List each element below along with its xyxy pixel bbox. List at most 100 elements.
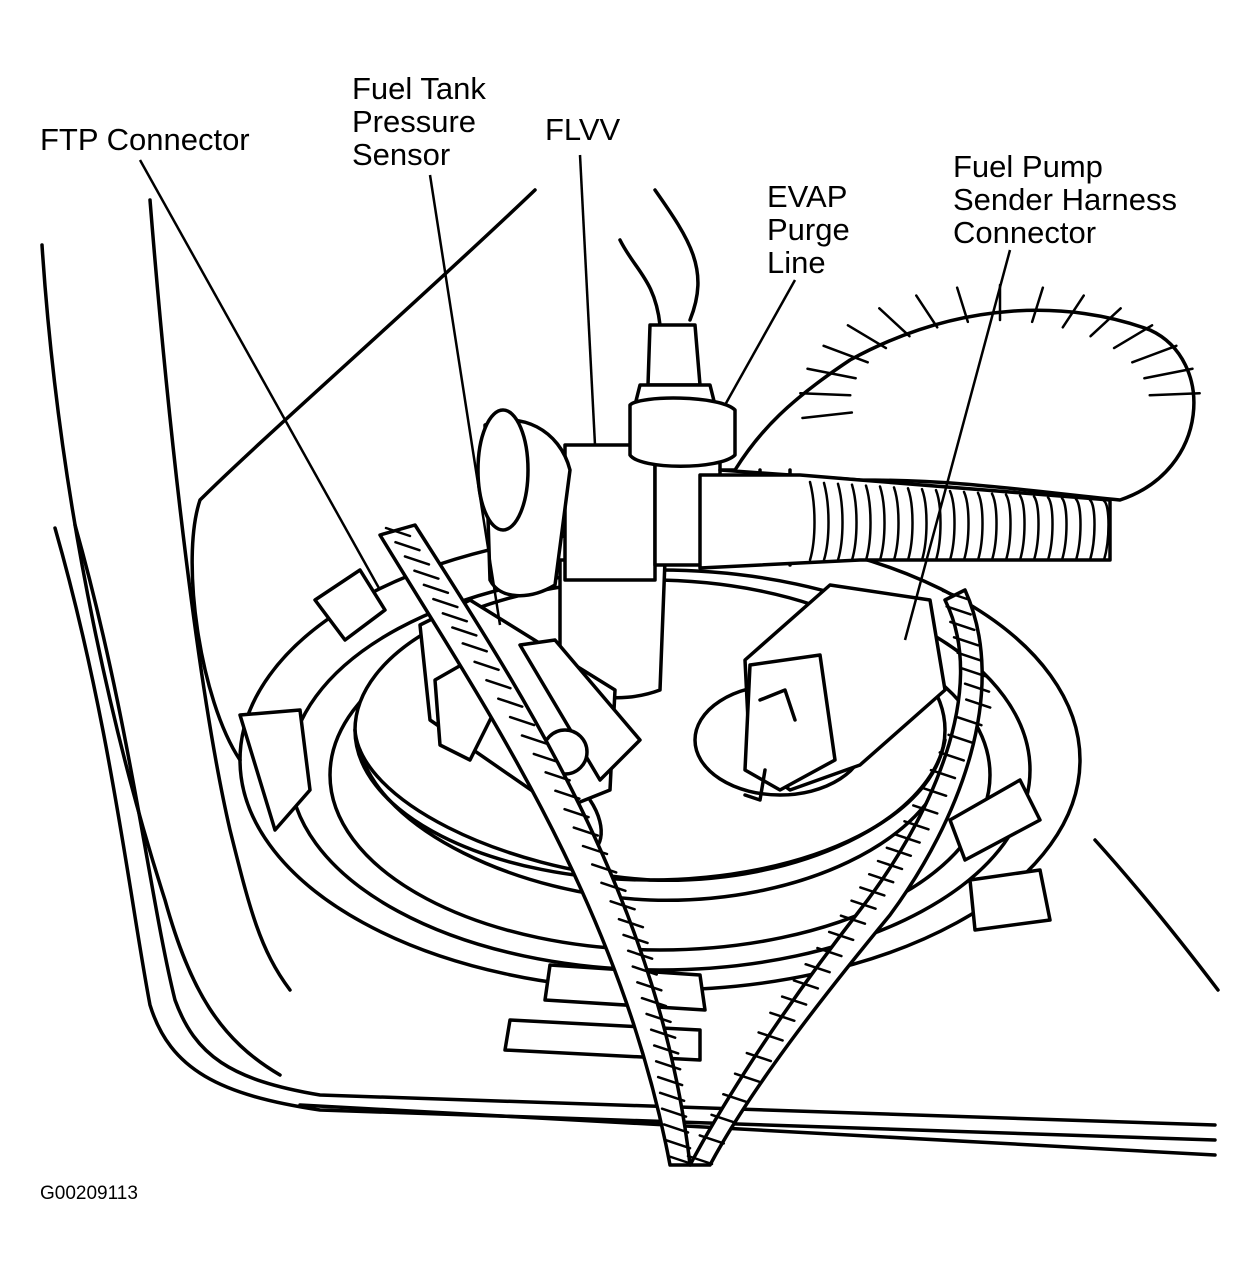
label-evap-purge-line: EVAP Purge Line — [767, 180, 850, 279]
cable-stripe — [941, 589, 969, 601]
harness-rib — [915, 294, 939, 329]
cable-stripe — [952, 636, 980, 647]
cable-stripe — [912, 804, 939, 815]
tank-body-outline — [40, 188, 1220, 1157]
cable-stripe — [792, 979, 820, 990]
cable-stripe — [432, 597, 459, 609]
harness-rib — [990, 492, 998, 562]
cable-stripe — [960, 666, 987, 678]
label-flvv: FLVV — [545, 112, 621, 147]
harness-rib — [822, 481, 830, 562]
harness-rib — [1088, 498, 1096, 562]
harness-rib — [1112, 324, 1154, 350]
cable-stripe — [473, 660, 500, 672]
cable-stripe — [622, 933, 649, 945]
harness-rib — [1060, 496, 1068, 562]
harness-rib — [878, 485, 886, 562]
cable-stripe — [964, 698, 992, 709]
cable-stripe — [441, 612, 469, 623]
cable-stripe — [827, 930, 855, 942]
figure-id: G00209113 — [40, 1183, 138, 1204]
label-harness-connector-line-2: Sender Harness — [953, 182, 1178, 217]
cable-stripe — [656, 1075, 684, 1087]
cable-stripe — [666, 1154, 694, 1166]
cable-stripe — [867, 872, 895, 884]
harness-rib — [1004, 493, 1012, 562]
harness-rib — [1030, 286, 1045, 324]
harness-rib — [976, 491, 984, 562]
corrugated-harness — [698, 283, 1201, 570]
lock-ring — [238, 528, 1082, 1062]
cable-stripe — [520, 734, 548, 745]
leader-ftp-connector — [138, 159, 382, 591]
cable-stripe — [609, 900, 636, 911]
cable-stripe — [839, 914, 867, 925]
pressure-sensor-bracket — [476, 408, 572, 598]
cable-stripe — [745, 1051, 773, 1063]
cable-stripe — [497, 697, 524, 708]
cable-stripe — [757, 1031, 784, 1042]
cable-stripe — [636, 981, 663, 992]
cable-stripe — [947, 733, 974, 745]
cable-stripe — [859, 886, 886, 897]
cable-stripe — [664, 1138, 692, 1150]
cable-stripe — [945, 605, 972, 616]
cable-stripe — [876, 859, 904, 871]
harness-rib — [808, 480, 816, 562]
harness-rib — [1061, 294, 1085, 329]
harness-rib — [799, 391, 852, 397]
cable-stripe — [422, 583, 450, 595]
label-evap-purge-line-line-1: EVAP — [767, 179, 848, 214]
cable-stripe — [660, 1107, 688, 1118]
cable-stripe — [581, 844, 609, 856]
cable-stripe — [733, 1072, 761, 1083]
leader-flvv — [578, 154, 597, 446]
harness-rib — [948, 489, 956, 562]
harness-rib — [878, 307, 911, 338]
harness-rib — [1089, 307, 1122, 338]
cable-stripe — [903, 820, 930, 831]
harness-rib — [1148, 391, 1201, 397]
harness-rib — [955, 286, 970, 324]
cable-stripe — [394, 540, 421, 552]
fuel-pump-harness-connector-body — [693, 583, 947, 802]
leader-evap-purge-line — [723, 279, 797, 406]
cable-stripe — [722, 1092, 749, 1104]
harness-rib — [1131, 344, 1178, 364]
cable-stripe — [451, 626, 478, 637]
harness-rib — [934, 488, 942, 562]
cable-stripe — [600, 881, 627, 893]
cable-stripe — [554, 789, 581, 800]
cable-stripe — [894, 833, 921, 844]
cable-stripe — [645, 1012, 672, 1024]
cable-stripe — [384, 526, 412, 538]
label-fuel-tank-pressure-sensor-line-1: Fuel Tank — [352, 71, 486, 106]
cable-stripe — [626, 949, 654, 960]
label-fuel-pump-sender-harness-connector: Fuel Pump Sender Harness Connector — [953, 150, 1177, 249]
harness-rib — [1032, 495, 1040, 562]
label-evap-purge-line-line-3: Line — [767, 245, 826, 280]
harness-rib — [822, 344, 869, 364]
cable-stripe — [956, 651, 983, 663]
harness-rib — [846, 324, 888, 350]
cable-stripe — [563, 807, 590, 819]
harness-rib — [850, 483, 858, 562]
cable-stripe — [590, 863, 618, 874]
harness-rib — [801, 411, 854, 420]
label-fuel-tank-pressure-sensor: Fuel Tank Pressure Sensor — [352, 72, 486, 171]
harness-rib — [1046, 496, 1054, 562]
harness-rib — [892, 486, 900, 562]
cable-stripe — [780, 995, 808, 1006]
cable-stripe — [929, 768, 957, 780]
cable-stripe — [403, 555, 431, 566]
evap-purge-line-tube — [618, 188, 737, 468]
cable-stripe — [572, 826, 600, 837]
cable-stripe — [710, 1113, 737, 1125]
cable-stripe — [658, 1091, 686, 1103]
cable-stripe — [963, 682, 991, 693]
cable-stripe — [769, 1011, 796, 1023]
cable-stripe — [631, 965, 658, 976]
harness-rib — [920, 487, 928, 562]
cable-stripe — [949, 620, 976, 632]
cable-stripe — [938, 751, 966, 762]
